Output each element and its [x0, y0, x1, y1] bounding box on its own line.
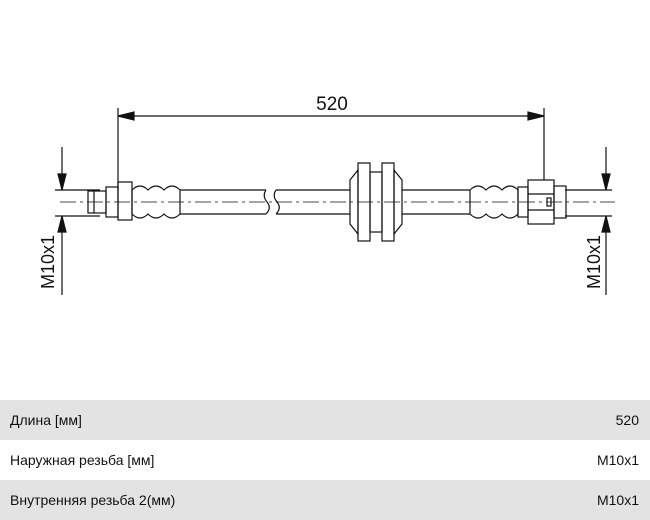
spec-label: Длина [мм]	[10, 412, 82, 428]
hose-right-section	[402, 189, 470, 215]
left-male-fitting	[87, 181, 181, 221]
hose-left-section	[180, 189, 270, 215]
length-label: 520	[316, 94, 348, 115]
spec-label: Наружная резьба [мм]	[10, 452, 155, 468]
spec-row-length: Длина [мм] 520	[0, 400, 650, 440]
length-dimension	[117, 108, 545, 190]
spec-value: M10x1	[596, 492, 639, 508]
right-thread-label: M10x1	[584, 235, 604, 289]
spec-table: Длина [мм] 520 Наружная резьба [мм] M10x…	[0, 400, 650, 520]
left-thread-dimension	[55, 147, 100, 295]
brake-hose-drawing: 520 M10x1 M10x1	[38, 94, 615, 295]
spec-label: Внутренняя резьба 2(мм)	[10, 492, 176, 508]
right-thread-dimension	[565, 147, 612, 295]
spec-row-female-thread: Внутренняя резьба 2(мм) M10x1	[0, 480, 650, 520]
left-thread-label: M10x1	[38, 235, 58, 289]
spec-value: 520	[615, 412, 639, 428]
spec-value: M10x1	[596, 452, 639, 468]
spec-row-male-thread: Наружная резьба [мм] M10x1	[0, 440, 650, 480]
